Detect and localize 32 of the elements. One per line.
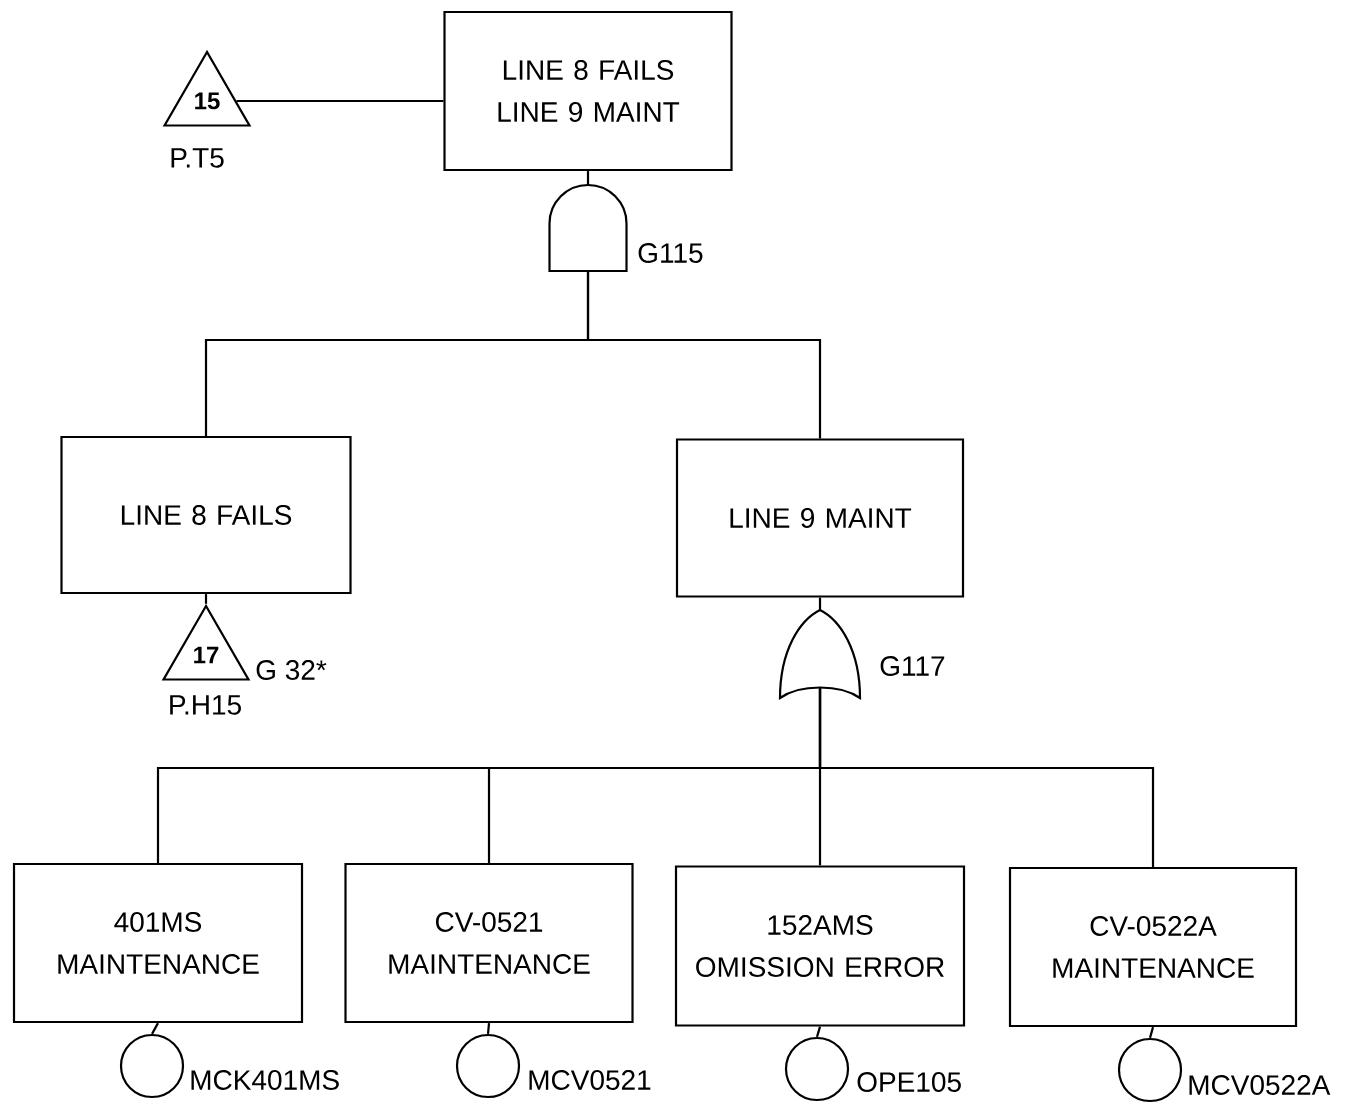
event-box: LINE 8 FAILS: [60, 435, 352, 595]
event-box: CV-0522A MAINTENANCE: [1008, 866, 1298, 1028]
connector-line: [236, 99, 444, 103]
event-box: CV-0521 MAINTENANCE: [344, 862, 634, 1024]
event-id: G117: [880, 656, 945, 676]
connector-line: [818, 688, 1155, 867]
connector-line: [818, 597, 822, 610]
basic-event-circle: [119, 1033, 185, 1099]
event-box: LINE 8 FAILS LINE 9 MAINT: [443, 10, 733, 172]
event-id: MCV0521: [529, 1070, 651, 1090]
basic-event-circle: [1117, 1037, 1183, 1103]
and-gate: [548, 183, 628, 273]
connector-line: [586, 171, 590, 185]
connector-line: [151, 1022, 159, 1035]
connector-line: [204, 594, 208, 604]
event-box: LINE 9 MAINT: [675, 438, 965, 598]
event-id: OPE105: [857, 1072, 961, 1092]
connector-line: [486, 1023, 491, 1034]
event-box: 401MS MAINTENANCE: [12, 862, 304, 1024]
connector-line: [815, 1026, 822, 1038]
event-id: MCK401MS: [191, 1070, 339, 1090]
event-id: G115: [638, 243, 703, 263]
connector-line: [1148, 1026, 1155, 1039]
event-id: G 32*: [256, 660, 327, 680]
event-id: P.H15: [170, 695, 241, 715]
event-box: 152AMS OMISSION ERROR: [674, 865, 966, 1027]
basic-event-circle: [784, 1036, 850, 1102]
or-gate: [778, 608, 862, 700]
connector-line: [586, 271, 822, 439]
basic-event-circle: [455, 1033, 521, 1099]
event-id: MCV0522A: [1189, 1075, 1331, 1095]
event-id: P.T5: [171, 148, 224, 168]
